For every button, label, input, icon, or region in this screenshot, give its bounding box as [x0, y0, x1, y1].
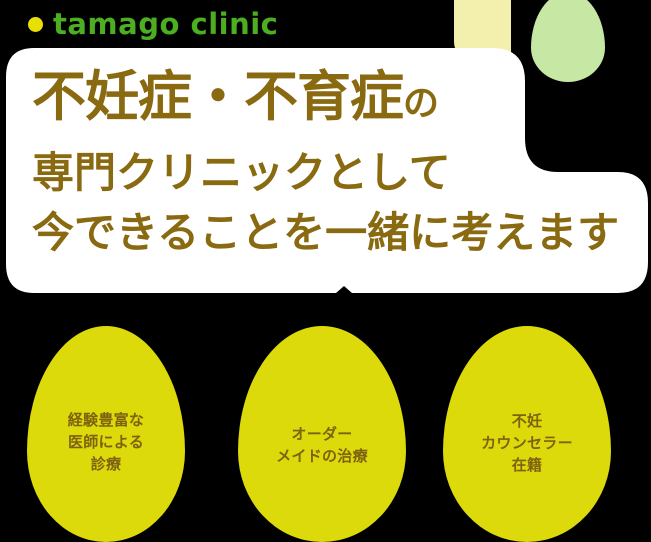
feature-egg-custom-made-treatment[interactable]: オーダー メイドの治療 [238, 326, 406, 542]
speech-bubble [0, 40, 651, 302]
feature-egg-label: 経験豊富な 医師による 診療 [67, 411, 145, 473]
pale-green-egg-decoration [531, 0, 605, 82]
feature-egg-label: 不妊 カウンセラー 在籍 [481, 412, 573, 474]
brand-logo[interactable]: tamago clinic [28, 6, 278, 42]
brand-name: tamago clinic [53, 6, 279, 41]
feature-egg-infertility-counselor[interactable]: 不妊 カウンセラー 在籍 [443, 326, 611, 542]
egg-dot-icon [28, 16, 43, 32]
feature-egg-experienced-doctors[interactable]: 経験豊富な 医師による 診療 [27, 326, 185, 542]
feature-egg-label: オーダー メイドの治療 [276, 425, 368, 465]
